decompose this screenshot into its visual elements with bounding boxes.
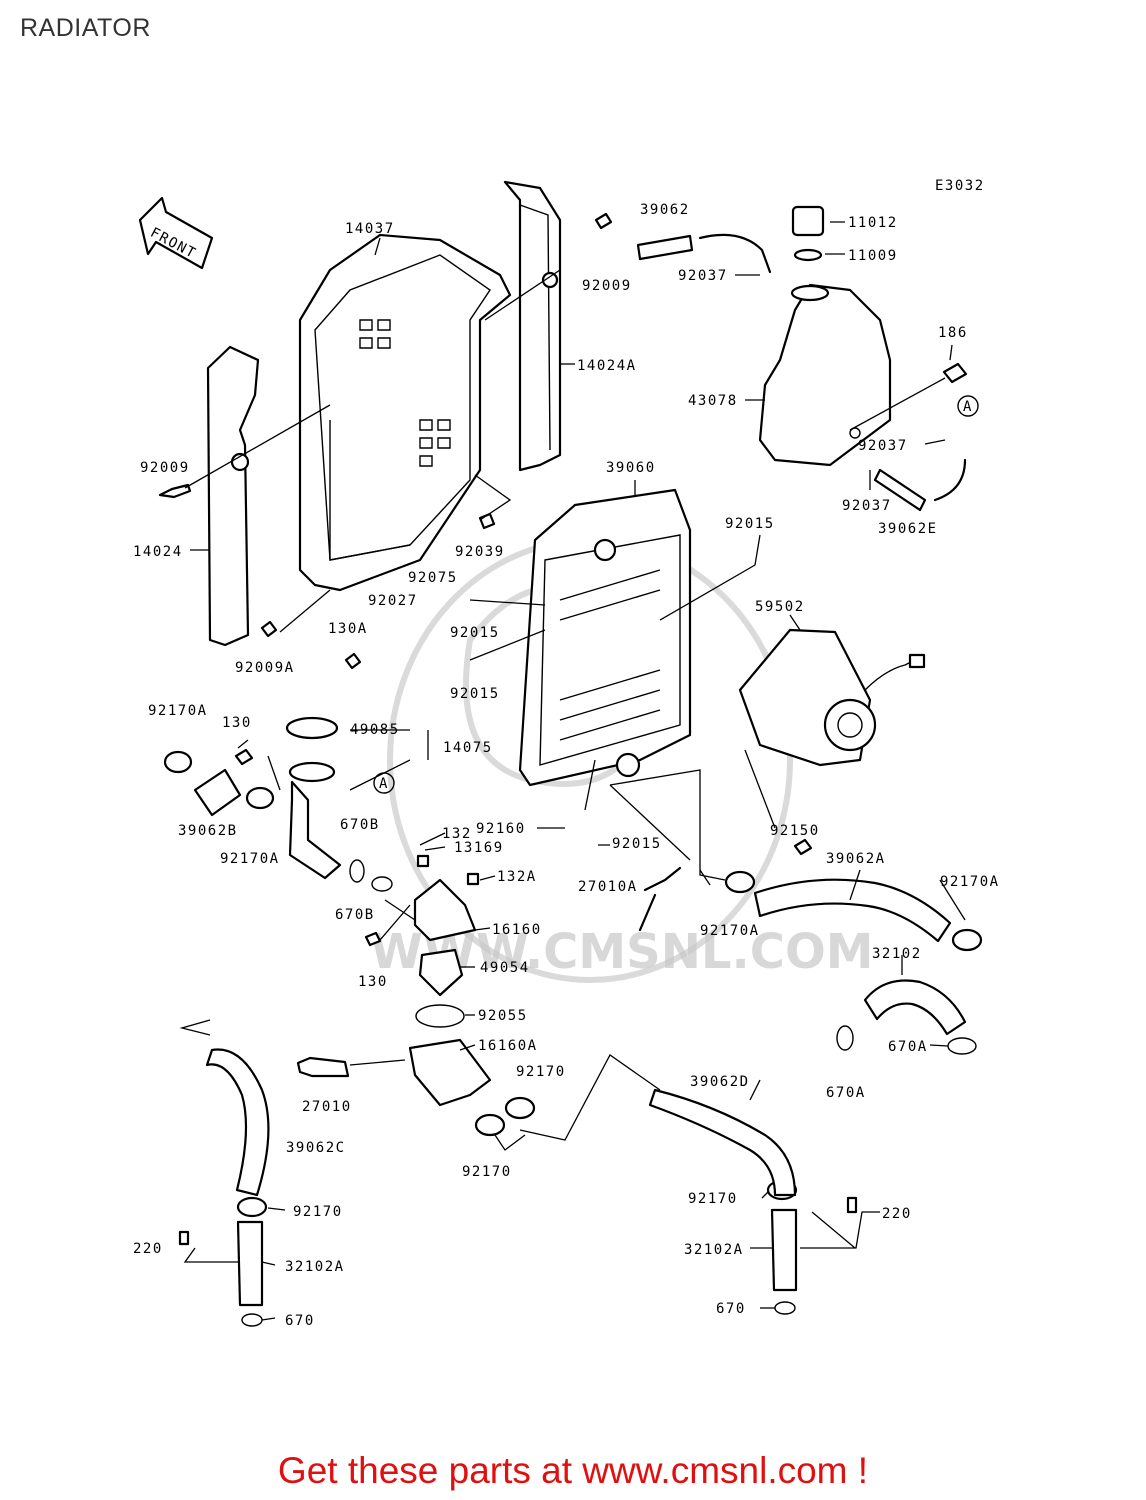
water-pipe-icon xyxy=(863,979,967,1036)
label-92170-c: 92170 xyxy=(293,1204,343,1220)
filler-neck-icon xyxy=(285,716,342,880)
label-670-a: 670 xyxy=(285,1313,315,1329)
temperature-sensor-icon xyxy=(296,866,682,1078)
label-49085: 49085 xyxy=(350,722,400,738)
overflow-hose-icon xyxy=(873,458,967,512)
leader-lines xyxy=(179,221,966,1321)
label-39062: 39062 xyxy=(640,202,690,218)
lower-radiator-hose-icon xyxy=(753,878,952,943)
label-92015-c: 92015 xyxy=(450,686,500,702)
label-92015-d: 92015 xyxy=(612,836,662,852)
label-39062C: 39062C xyxy=(286,1140,346,1156)
reservoir-tank-icon xyxy=(758,283,892,467)
label-32102A-b: 32102A xyxy=(684,1242,744,1258)
label-670B-a: 670B xyxy=(340,817,380,833)
label-14024A: 14024A xyxy=(577,358,637,374)
label-132: 132 xyxy=(442,826,472,842)
part-labels: 14037 14024A 92009 92009 14024 92009A 92… xyxy=(133,202,1000,1329)
label-92150: 92150 xyxy=(770,823,820,839)
small-hose-icon xyxy=(193,768,242,817)
thermostat-housing-icon xyxy=(408,878,492,1107)
label-11012: 11012 xyxy=(848,215,898,231)
label-92015-b: 92015 xyxy=(450,625,500,641)
label-186: 186 xyxy=(938,325,968,341)
radiator-core-icon xyxy=(518,488,692,787)
diagram-code: E3032 xyxy=(935,178,985,194)
label-39060: 39060 xyxy=(606,460,656,476)
hose-right-icon xyxy=(648,1088,797,1197)
label-27010: 27010 xyxy=(302,1099,352,1115)
label-130-a: 130 xyxy=(222,715,252,731)
label-39062E: 39062E xyxy=(878,521,938,537)
label-670A-b: 670A xyxy=(826,1085,866,1101)
pipe-left-icon xyxy=(236,1220,264,1307)
label-49054: 49054 xyxy=(480,960,530,976)
label-16160: 16160 xyxy=(492,922,542,938)
label-92009A: 92009A xyxy=(235,660,295,676)
label-14075: 14075 xyxy=(443,740,493,756)
label-39062D: 39062D xyxy=(690,1074,750,1090)
breather-hose-icon xyxy=(636,233,772,274)
label-670-b: 670 xyxy=(716,1301,746,1317)
label-43078: 43078 xyxy=(688,393,738,409)
radiator-shroud-icon xyxy=(298,233,512,592)
label-220-a: 220 xyxy=(133,1241,163,1257)
label-670B-b: 670B xyxy=(335,907,375,923)
reservoir-cap-icon xyxy=(791,205,825,262)
footer-link-text[interactable]: Get these parts at www.cmsnl.com ! xyxy=(277,1450,869,1491)
label-92075: 92075 xyxy=(408,570,458,586)
label-14037: 14037 xyxy=(345,221,395,237)
label-92170A-a: 92170A xyxy=(148,703,208,719)
label-92170-a: 92170 xyxy=(516,1064,566,1080)
label-92037-b: 92037 xyxy=(858,438,908,454)
label-16160A: 16160A xyxy=(478,1038,538,1054)
label-92170A-d: 92170A xyxy=(940,874,1000,890)
label-92015-a: 92015 xyxy=(725,516,775,532)
svg-text:A: A xyxy=(963,399,973,415)
label-92170A-b: 92170A xyxy=(220,851,280,867)
label-27010A: 27010A xyxy=(578,879,638,895)
label-92037-c: 92037 xyxy=(842,498,892,514)
hose-left-icon xyxy=(205,1048,270,1197)
label-39062A: 39062A xyxy=(826,851,886,867)
label-59502: 59502 xyxy=(755,599,805,615)
label-14024: 14024 xyxy=(133,544,183,560)
label-92009-a: 92009 xyxy=(582,278,632,294)
label-92055: 92055 xyxy=(478,1008,528,1024)
bolt-icons xyxy=(158,212,968,1246)
label-32102: 32102 xyxy=(872,946,922,962)
label-11009: 11009 xyxy=(848,248,898,264)
label-92027: 92027 xyxy=(368,593,418,609)
label-92170-d: 92170 xyxy=(688,1191,738,1207)
label-92170-b: 92170 xyxy=(462,1164,512,1180)
label-92009-b: 92009 xyxy=(140,460,190,476)
label-92170A-c: 92170A xyxy=(700,923,760,939)
page-title: RADIATOR xyxy=(20,14,151,42)
label-220-b: 220 xyxy=(882,1206,912,1222)
label-670A-a: 670A xyxy=(888,1039,928,1055)
front-arrow-icon: FRONT xyxy=(138,196,214,270)
cooling-fan-icon xyxy=(738,628,926,767)
side-cover-left-icon xyxy=(206,345,260,647)
pipe-right-icon xyxy=(770,1208,798,1292)
o-ring-icons xyxy=(241,859,977,1327)
svg-text:A: A xyxy=(379,776,389,792)
label-130-b: 130 xyxy=(358,974,388,990)
label-92160: 92160 xyxy=(476,821,526,837)
label-32102A-a: 32102A xyxy=(285,1259,345,1275)
label-92037-a: 92037 xyxy=(678,268,728,284)
label-130A: 130A xyxy=(328,621,368,637)
label-92039: 92039 xyxy=(455,544,505,560)
radiator-exploded-diagram: WWW.CMSNL.COM FRONT E3032 xyxy=(133,178,1000,1329)
label-39062B: 39062B xyxy=(178,823,238,839)
label-13169: 13169 xyxy=(454,840,504,856)
side-cover-right-icon xyxy=(503,180,562,472)
label-132A: 132A xyxy=(497,869,537,885)
shroud-grille-icon xyxy=(359,319,451,467)
